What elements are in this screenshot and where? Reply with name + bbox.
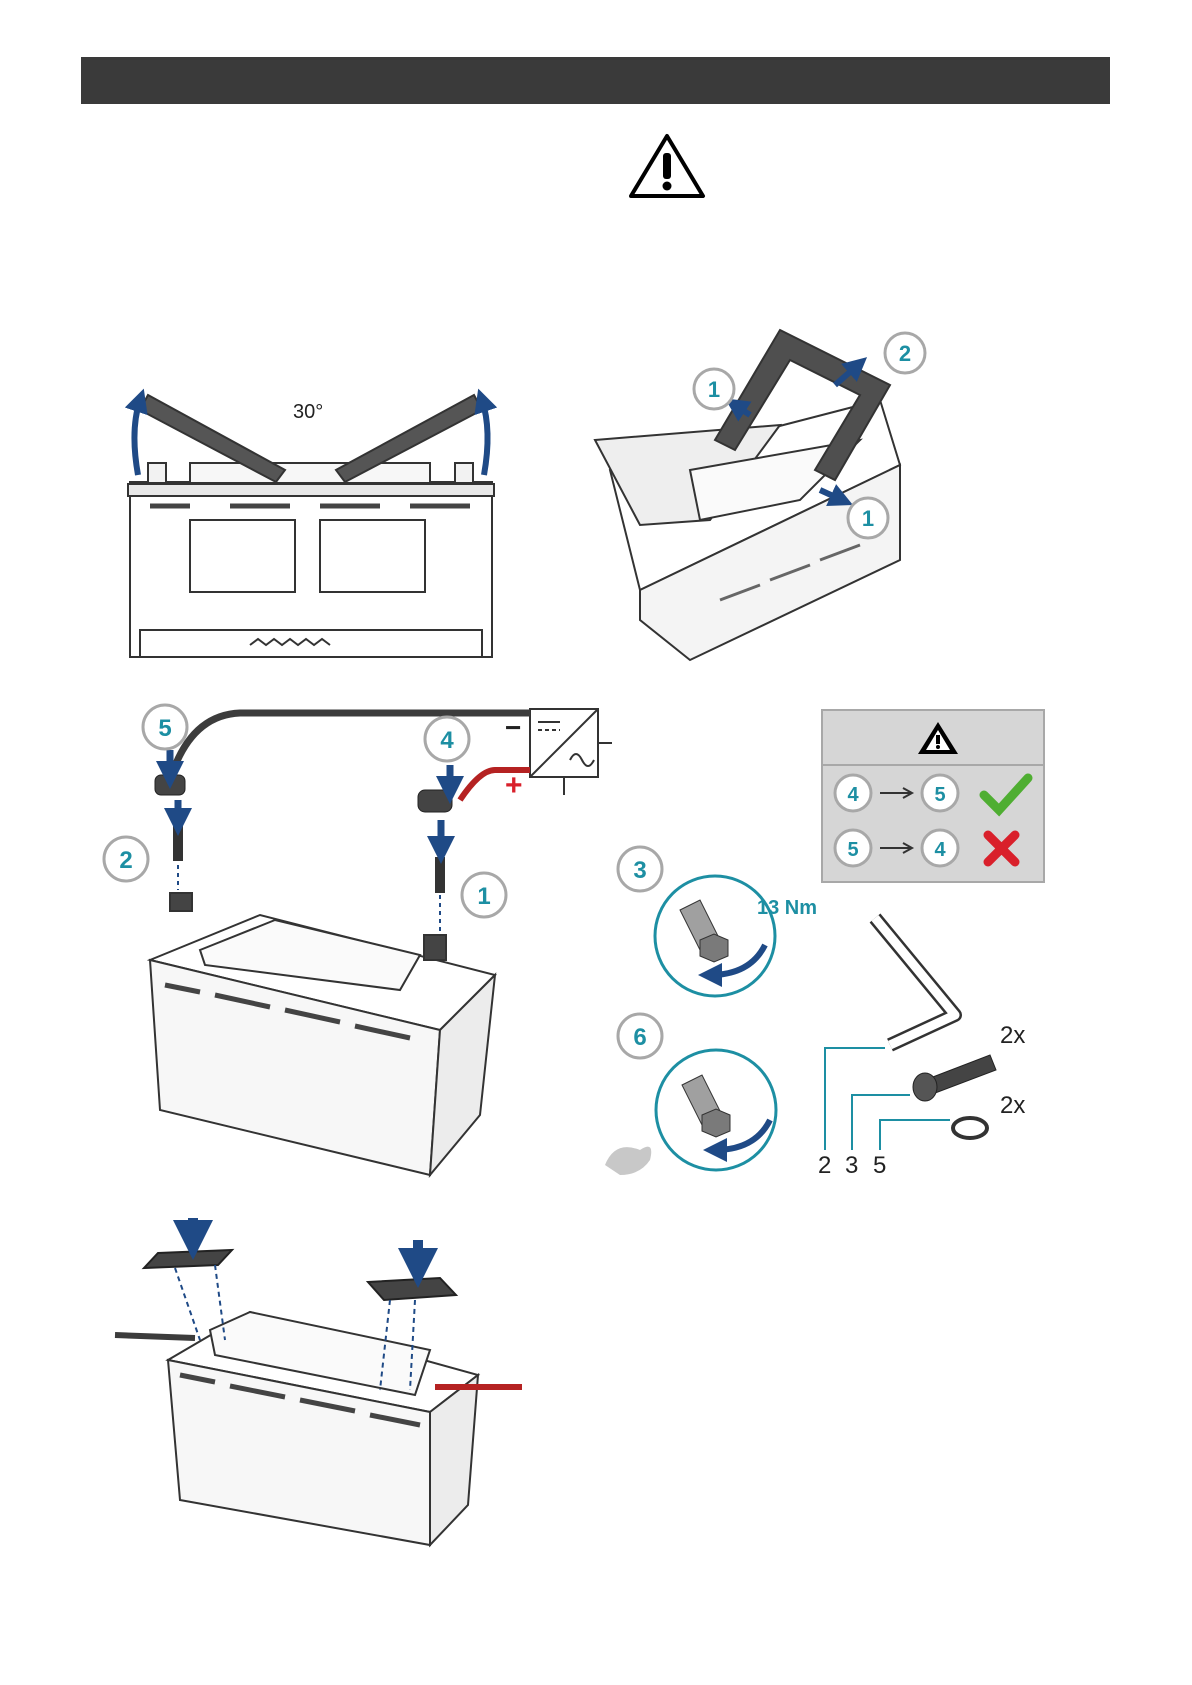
part-label-5: 5 [873, 1152, 886, 1179]
charger-minus-label: − [505, 712, 521, 743]
part-label-3: 3 [845, 1152, 858, 1179]
svg-text:2: 2 [119, 847, 132, 874]
step-badge-1a: 1 [694, 369, 734, 409]
terminal-clamps [155, 775, 452, 935]
step-badge-1b: 1 [848, 498, 888, 538]
step-badge-2-install: 2 [104, 837, 148, 881]
angle-label: 30° [293, 401, 323, 423]
svg-text:1: 1 [477, 883, 490, 910]
charger-box [530, 709, 612, 795]
bolt [913, 1055, 996, 1101]
step-badge-1-install: 1 [462, 873, 506, 917]
svg-text:5: 5 [847, 839, 858, 861]
tighten-dial [655, 876, 775, 996]
svg-text:6: 6 [633, 1024, 646, 1051]
battery-front-figure [128, 395, 494, 657]
step-badge-3: 3 [618, 847, 662, 891]
install-arrows [170, 750, 450, 850]
step-badge-2: 2 [885, 333, 925, 373]
negative-cable-installed [115, 1335, 195, 1338]
svg-text:1: 1 [708, 377, 720, 402]
svg-text:1: 1 [862, 506, 874, 531]
part-label-2: 2 [818, 1152, 831, 1179]
lock-washer [953, 1118, 987, 1138]
arm-strength-icon [605, 1147, 651, 1175]
step-badge-4: 4 [425, 717, 469, 761]
step-badge-5: 5 [143, 705, 187, 749]
battery-covers-figure [144, 1250, 478, 1545]
warning-icon [631, 136, 703, 196]
svg-text:5: 5 [158, 715, 171, 742]
bracket-removal-figure [595, 330, 900, 660]
svg-text:2: 2 [899, 341, 911, 366]
svg-text:3: 3 [633, 857, 646, 884]
check-dial [656, 1050, 776, 1170]
hex-key [875, 918, 955, 1045]
charger-plus-label: + [505, 769, 523, 802]
battery-install-figure [150, 893, 495, 1175]
torque-value: 13 Nm [757, 897, 817, 919]
washer-qty: 2x [1000, 1092, 1025, 1119]
svg-text:4: 4 [440, 727, 454, 754]
bolt-qty: 2x [1000, 1022, 1025, 1049]
negative-cable [170, 713, 530, 780]
svg-text:4: 4 [847, 784, 859, 806]
step-badge-6: 6 [618, 1014, 662, 1058]
svg-text:4: 4 [934, 839, 946, 861]
svg-text:5: 5 [934, 784, 945, 806]
cover-arrows [193, 1218, 418, 1268]
